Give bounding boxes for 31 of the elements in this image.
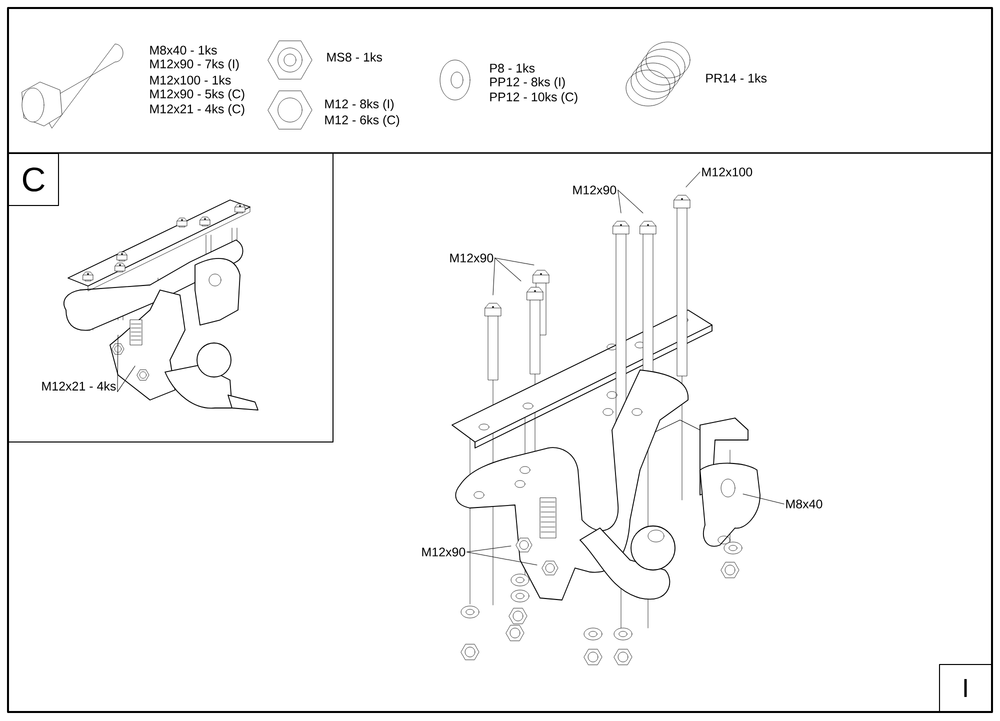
leader-line xyxy=(492,258,496,296)
part-quantity-label: P8 - 1ks xyxy=(490,63,535,73)
panel-letter: C xyxy=(8,153,59,206)
part-quantity-label: M12x21 - 4ks (C) xyxy=(150,104,244,116)
part-label: M12x90 xyxy=(422,548,466,556)
leader-line xyxy=(686,172,700,188)
part-quantity-label: M12 - 8ks (I) xyxy=(325,99,394,111)
part-quantity-label: PP12 - 10ks (C) xyxy=(490,92,578,104)
leader-line xyxy=(494,258,534,266)
leader-line xyxy=(117,366,136,392)
part-label: M12x90 xyxy=(573,186,616,194)
leader-line xyxy=(742,494,784,504)
part-quantity-label: M12x90 - 5ks (C) xyxy=(150,89,244,101)
panel-letter: I xyxy=(939,664,992,712)
leader-line xyxy=(466,546,512,552)
leader-line xyxy=(117,334,118,392)
leader-line xyxy=(618,190,644,214)
leader-line xyxy=(494,258,522,282)
part-quantity-label: M12x90 - 7ks (I) xyxy=(150,59,239,71)
part-label: M12x21 - 4ks xyxy=(42,381,116,391)
leader-line xyxy=(618,190,622,214)
part-label: M12x100 xyxy=(702,168,752,176)
part-quantity-label: M8x40 - 1ks xyxy=(150,45,217,55)
leader-line xyxy=(466,552,538,566)
part-quantity-label: M12 - 6ks (C) xyxy=(325,115,400,127)
part-label: M8x40 xyxy=(786,500,822,508)
part-label: M12x90 xyxy=(450,254,494,262)
part-quantity-label: M12x100 - 1ks xyxy=(150,75,231,85)
part-quantity-label: PR14 - 1ks xyxy=(706,73,767,83)
part-quantity-label: PP12 - 8ks (I) xyxy=(490,77,565,89)
part-quantity-label: MS8 - 1ks xyxy=(327,52,382,62)
